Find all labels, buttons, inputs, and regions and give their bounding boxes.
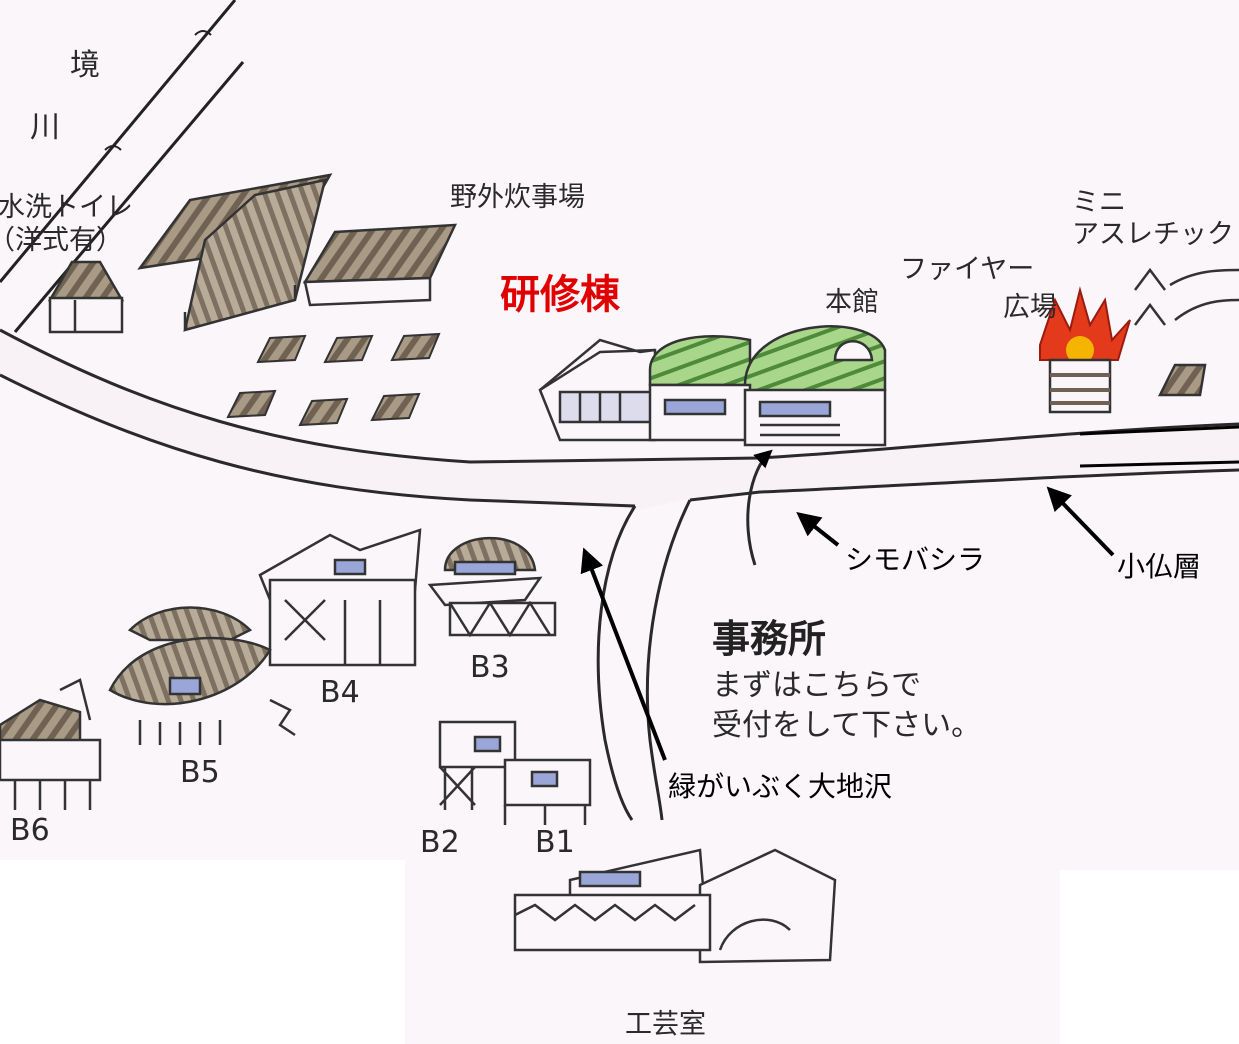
fire-pit: [1039, 286, 1131, 414]
label-office-line1: まずはこちらで: [712, 668, 922, 703]
label-fire-2: 広場: [1003, 292, 1057, 323]
arrow-midori: [580, 547, 667, 761]
cooking-shelter-right: [302, 223, 458, 307]
label-b3: B3: [470, 650, 510, 685]
label-training: 研修棟: [500, 272, 620, 318]
main-road: [0, 328, 1239, 510]
bungalow-b3: [427, 536, 557, 638]
paper-white-corner: [0, 860, 405, 1044]
label-cooking: 野外炊事場: [450, 182, 585, 213]
arrow-kobotoke: [1046, 486, 1115, 557]
arrow-shimobashira: [796, 512, 840, 547]
label-toilet-1: 水洗トイレ: [0, 192, 133, 223]
mini-athletic: [1134, 267, 1239, 397]
label-shimobashira: シモバシラ: [845, 543, 986, 576]
label-b5: B5: [180, 755, 220, 790]
bungalow-b1: [503, 758, 592, 825]
label-office-line2: 受付をして下さい。: [712, 708, 982, 743]
label-midori: 緑がいぶく大地沢: [668, 770, 893, 803]
label-river-1: 境: [70, 48, 100, 83]
label-athletic-1: ミニ: [1072, 187, 1126, 218]
label-b1: B1: [535, 825, 575, 860]
label-b2: B2: [420, 825, 460, 860]
toilet-building: [47, 260, 125, 334]
label-b6: B6: [10, 813, 50, 848]
label-b4: B4: [320, 675, 360, 710]
bungalow-b4: [258, 528, 422, 667]
river: [0, 0, 245, 333]
bungalow-b6: [0, 678, 102, 810]
label-toilet-2: （洋式有）: [0, 225, 123, 256]
cooking-shelter-left: [137, 173, 333, 332]
label-crafts: 工芸室: [625, 1009, 706, 1040]
label-kobotoke: 小仏層: [1117, 550, 1202, 583]
bungalow-b5: [108, 606, 296, 745]
training-building: [538, 338, 657, 442]
side-road: [596, 499, 692, 821]
label-river-2: 川: [30, 110, 60, 145]
main-building: [648, 325, 887, 447]
label-office-title: 事務所: [712, 617, 827, 661]
label-fire-1: ファイヤー: [900, 254, 1035, 285]
bench-group: [226, 332, 441, 427]
label-main: 本館: [825, 287, 879, 318]
craft-building: [513, 848, 837, 964]
arrows: [580, 449, 1115, 761]
label-athletic-2: アスレチック: [1072, 219, 1234, 250]
paper-white-corner-right: [1060, 870, 1239, 1044]
bungalow-b2: [438, 720, 517, 810]
arrow-entrance: [746, 449, 773, 566]
